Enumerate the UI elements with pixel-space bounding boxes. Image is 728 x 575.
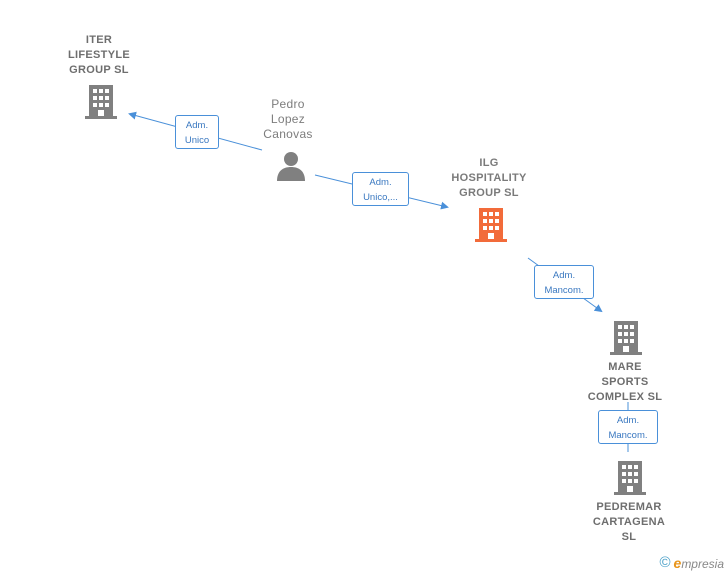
edge-label-pedro-ilg[interactable]: Adm. Unico,... [352, 172, 409, 206]
node-label-pedremar: PEDREMAR CARTAGENA SL [592, 501, 666, 543]
brand-name: mpresia [681, 556, 724, 571]
copyright-icon: © [659, 554, 671, 571]
node-label-iter: ITER LIFESTYLE GROUP SL [68, 34, 130, 76]
edge-label-mare-pedremar[interactable]: Adm. Mancom. [598, 410, 658, 444]
person-icon[interactable] [276, 151, 306, 181]
building-icon[interactable] [475, 207, 507, 243]
edge-label-pedro-iter[interactable]: Adm. Unico [175, 115, 219, 149]
building-icon[interactable] [614, 460, 646, 496]
brand-logo: © empresia [659, 554, 724, 571]
building-icon[interactable] [610, 320, 642, 356]
building-icon[interactable] [85, 84, 117, 120]
node-label-mare: MARE SPORTS COMPLEX SL [587, 361, 663, 403]
node-label-ilg: ILG HOSPITALITY GROUP SL [451, 157, 527, 199]
brand-e-letter: e [673, 554, 682, 571]
node-label-pedro: Pedro Lopez Canovas [263, 97, 313, 141]
edge-label-ilg-mare[interactable]: Adm. Mancom. [534, 265, 594, 299]
